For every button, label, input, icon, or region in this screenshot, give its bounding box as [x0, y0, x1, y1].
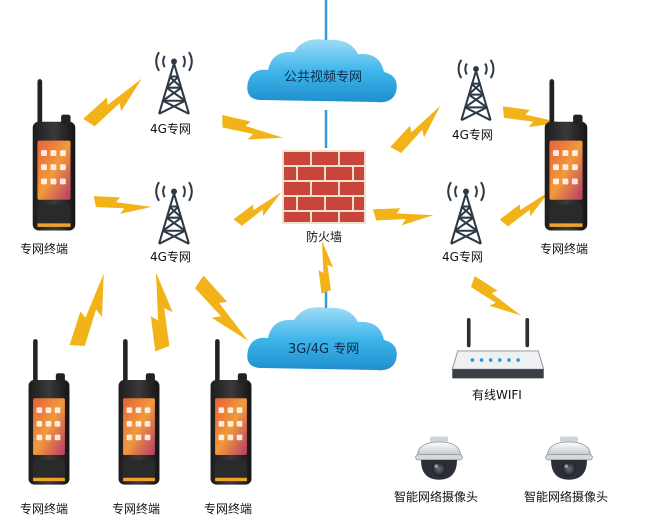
label-tower-top-left: 4G专网 — [150, 122, 191, 136]
tower-icon-mid-right — [447, 181, 485, 245]
label-terminal-bottom-3: 专网终端 — [204, 502, 253, 516]
label-public-video-net: 公共视频专网 — [284, 70, 363, 85]
camera-icon-right — [545, 436, 593, 481]
label-terminal-bottom-1: 专网终端 — [20, 502, 69, 516]
label-wired-wifi: 有线WIFI — [472, 388, 522, 402]
label-firewall: 防火墙 — [306, 230, 343, 244]
terminal-device-bottom-2 — [118, 339, 160, 485]
terminal-device-bottom-1 — [28, 339, 70, 485]
label-tower-mid-right: 4G专网 — [442, 250, 483, 264]
firewall-icon — [282, 150, 366, 224]
label-camera-left: 智能网络摄像头 — [394, 490, 479, 504]
label-tower-top-right: 4G专网 — [452, 128, 493, 142]
label-camera-right: 智能网络摄像头 — [524, 490, 609, 504]
tower-icon-top-right — [457, 58, 495, 122]
cloud-public-video-net — [247, 39, 397, 103]
terminal-device-right — [544, 79, 588, 231]
label-tower-mid-left: 4G专网 — [150, 250, 191, 264]
tower-icon-top-left — [155, 51, 193, 115]
terminal-device-left — [32, 79, 76, 231]
label-3g4g-net: 3G/4G 专网 — [288, 342, 360, 357]
terminal-device-bottom-3 — [210, 339, 252, 485]
router-icon — [451, 318, 545, 379]
label-terminal-left: 专网终端 — [20, 242, 69, 256]
cloud-3g4g-net — [247, 307, 397, 371]
tower-icon-mid-left — [155, 181, 193, 245]
camera-icon-left — [415, 436, 463, 481]
label-terminal-right: 专网终端 — [540, 242, 589, 256]
label-terminal-bottom-2: 专网终端 — [112, 502, 161, 516]
